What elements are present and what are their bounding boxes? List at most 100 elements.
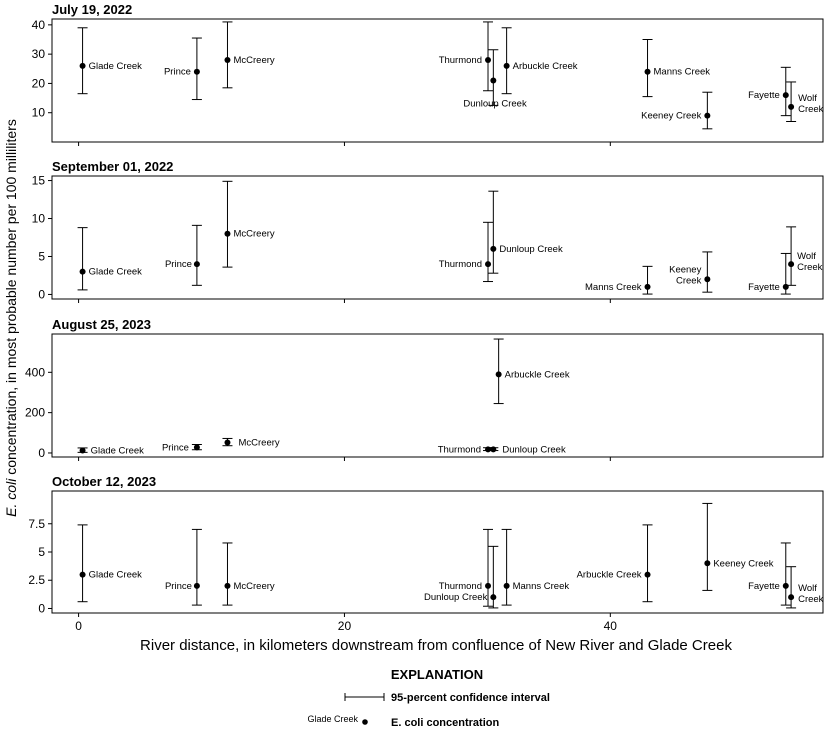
y-axis-title-rest: concentration, in most probable number p… — [3, 119, 19, 479]
panel-1-arbuckle-creek-point — [503, 62, 510, 69]
panel-4-wolf-creek-point — [788, 594, 795, 601]
panel-3-ytick-label: 0 — [38, 446, 45, 460]
panel-2-dunloup-creek-label: Dunloup Creek — [499, 244, 563, 255]
panel-4-manns-creek-point — [503, 582, 510, 589]
panel-4-ytick-label: 5 — [38, 545, 45, 559]
panel-4-thurmond-label: Thurmond — [439, 581, 482, 592]
panel-1-keeney-creek-label: Keeney Creek — [641, 111, 701, 122]
x-axis: 0 20 40 — [75, 619, 617, 633]
panel-2-fayette-label: Fayette — [748, 282, 780, 293]
panel-4-glade-creek-point — [79, 571, 86, 578]
panel-1-frame — [51, 18, 824, 143]
panel-1-ytick-label: 30 — [32, 47, 46, 61]
panel-4-mccreery-point — [224, 582, 231, 589]
panel-3-dunloup-creek-label: Dunloup Creek — [502, 444, 566, 455]
panel-3-prince-point — [193, 444, 200, 451]
panel-3-ytick-label: 400 — [25, 365, 45, 379]
x-tick-label: 0 — [75, 619, 82, 633]
x-tick-label: 40 — [604, 619, 618, 633]
panel-1-glade-creek-label: Glade Creek — [89, 61, 143, 72]
panel-2-wolf-creek-point — [788, 261, 795, 268]
legend: EXPLANATION 95-percent confidence interv… — [307, 667, 549, 729]
legend-ci-label: 95-percent confidence interval — [391, 692, 550, 704]
panel-4-arbuckle-creek-label: Arbuckle Creek — [577, 570, 642, 581]
panel-3-frame — [51, 333, 824, 458]
panel-3-prince-label: Prince — [162, 442, 189, 453]
panel-2-fayette-point — [782, 283, 789, 290]
panel-4-manns-creek-label: Manns Creek — [513, 581, 570, 592]
panel-4-ytick-label: 7.5 — [28, 517, 45, 531]
x-tick-label: 20 — [338, 619, 352, 633]
panel-1-fayette-point — [782, 92, 789, 99]
panel-4-thurmond-point — [485, 582, 492, 589]
panel-1-dunloup-creek-label: Dunloup Creek — [463, 99, 527, 110]
panel-2-glade-creek-label: Glade Creek — [89, 267, 143, 278]
legend-point-sample-label: Glade Creek — [307, 714, 358, 724]
panel-3-glade-creek-point — [79, 447, 86, 454]
panel-3-dunloup-creek-point — [490, 446, 497, 453]
panel-1-glade-creek-point — [79, 62, 86, 69]
panel-1-thurmond-label: Thurmond — [439, 55, 482, 66]
panel-1-manns-creek-point — [644, 68, 651, 75]
panel-4-ytick-label: 2.5 — [28, 573, 45, 587]
y-axis-title-italic: E. coli — [3, 478, 19, 517]
panel-2-mccreery-point — [224, 230, 231, 237]
legend-point-label: E. coli concentration — [391, 717, 499, 729]
panel-2-ytick-label: 5 — [38, 249, 45, 263]
panel-3-title: August 25, 2023 — [52, 317, 151, 332]
panel-1-wolf-creek-point — [788, 103, 795, 110]
panel-4-fayette-label: Fayette — [748, 581, 780, 592]
panel-1-manns-creek-label: Manns Creek — [654, 67, 711, 78]
panel-3-ytick-label: 200 — [25, 406, 45, 420]
panel-2-prince-label: Prince — [165, 259, 192, 270]
panel-4-title: October 12, 2023 — [52, 474, 156, 489]
panel-4-prince-label: Prince — [165, 581, 192, 592]
panel-2-title: September 01, 2022 — [52, 159, 173, 174]
legend-point-marker — [362, 719, 368, 725]
panel-4-mccreery-label: McCreery — [233, 581, 274, 592]
panel-3-arbuckle-creek-point — [495, 371, 502, 378]
panel-4-arbuckle-creek-point — [644, 571, 651, 578]
panel-4-prince-point — [193, 582, 200, 589]
panel-2-glade-creek-point — [79, 268, 86, 275]
panel-2-ytick-label: 10 — [32, 212, 46, 226]
panel-4-keeney-creek-point — [704, 560, 711, 567]
panel-1-ytick-label: 40 — [32, 18, 46, 32]
legend-title: EXPLANATION — [391, 667, 483, 682]
x-axis-title: River distance, in kilometers downstream… — [140, 637, 732, 654]
panel-3-mccreery-label: McCreery — [238, 437, 279, 448]
panel-1-prince-point — [193, 68, 200, 75]
panel-1-prince-label: Prince — [164, 67, 191, 78]
panel-1-dunloup-creek-point — [490, 77, 497, 84]
panel-4-glade-creek-label: Glade Creek — [89, 570, 143, 581]
panel-3-mccreery-point — [224, 439, 231, 446]
panel-2-prince-point — [193, 261, 200, 268]
panel-2-thurmond-point — [485, 261, 492, 268]
panel-2-dunloup-creek-point — [490, 245, 497, 252]
panel-2-frame — [51, 175, 824, 300]
panel-3-glade-creek-label: Glade Creek — [91, 446, 145, 457]
panel-1-arbuckle-creek-label: Arbuckle Creek — [513, 61, 578, 72]
panel-1-ytick-label: 10 — [32, 106, 46, 120]
panel-3-thurmond-label: Thurmond — [438, 444, 481, 455]
panel-1-ytick-label: 20 — [32, 76, 46, 90]
panel-2-manns-creek-label: Manns Creek — [585, 282, 642, 293]
panel-2-thurmond-label: Thurmond — [439, 259, 482, 270]
panel-2-keeney-creek-point — [704, 276, 711, 283]
panel-4-keeney-creek-label: Keeney Creek — [713, 558, 773, 569]
panel-4-ytick-label: 0 — [38, 601, 45, 615]
panel-4-dunloup-creek-label: Dunloup Creek — [424, 592, 488, 603]
panel-1-thurmond-point — [485, 57, 492, 63]
panel-1-fayette-label: Fayette — [748, 90, 780, 101]
panel-2-mccreery-label: McCreery — [233, 229, 274, 240]
